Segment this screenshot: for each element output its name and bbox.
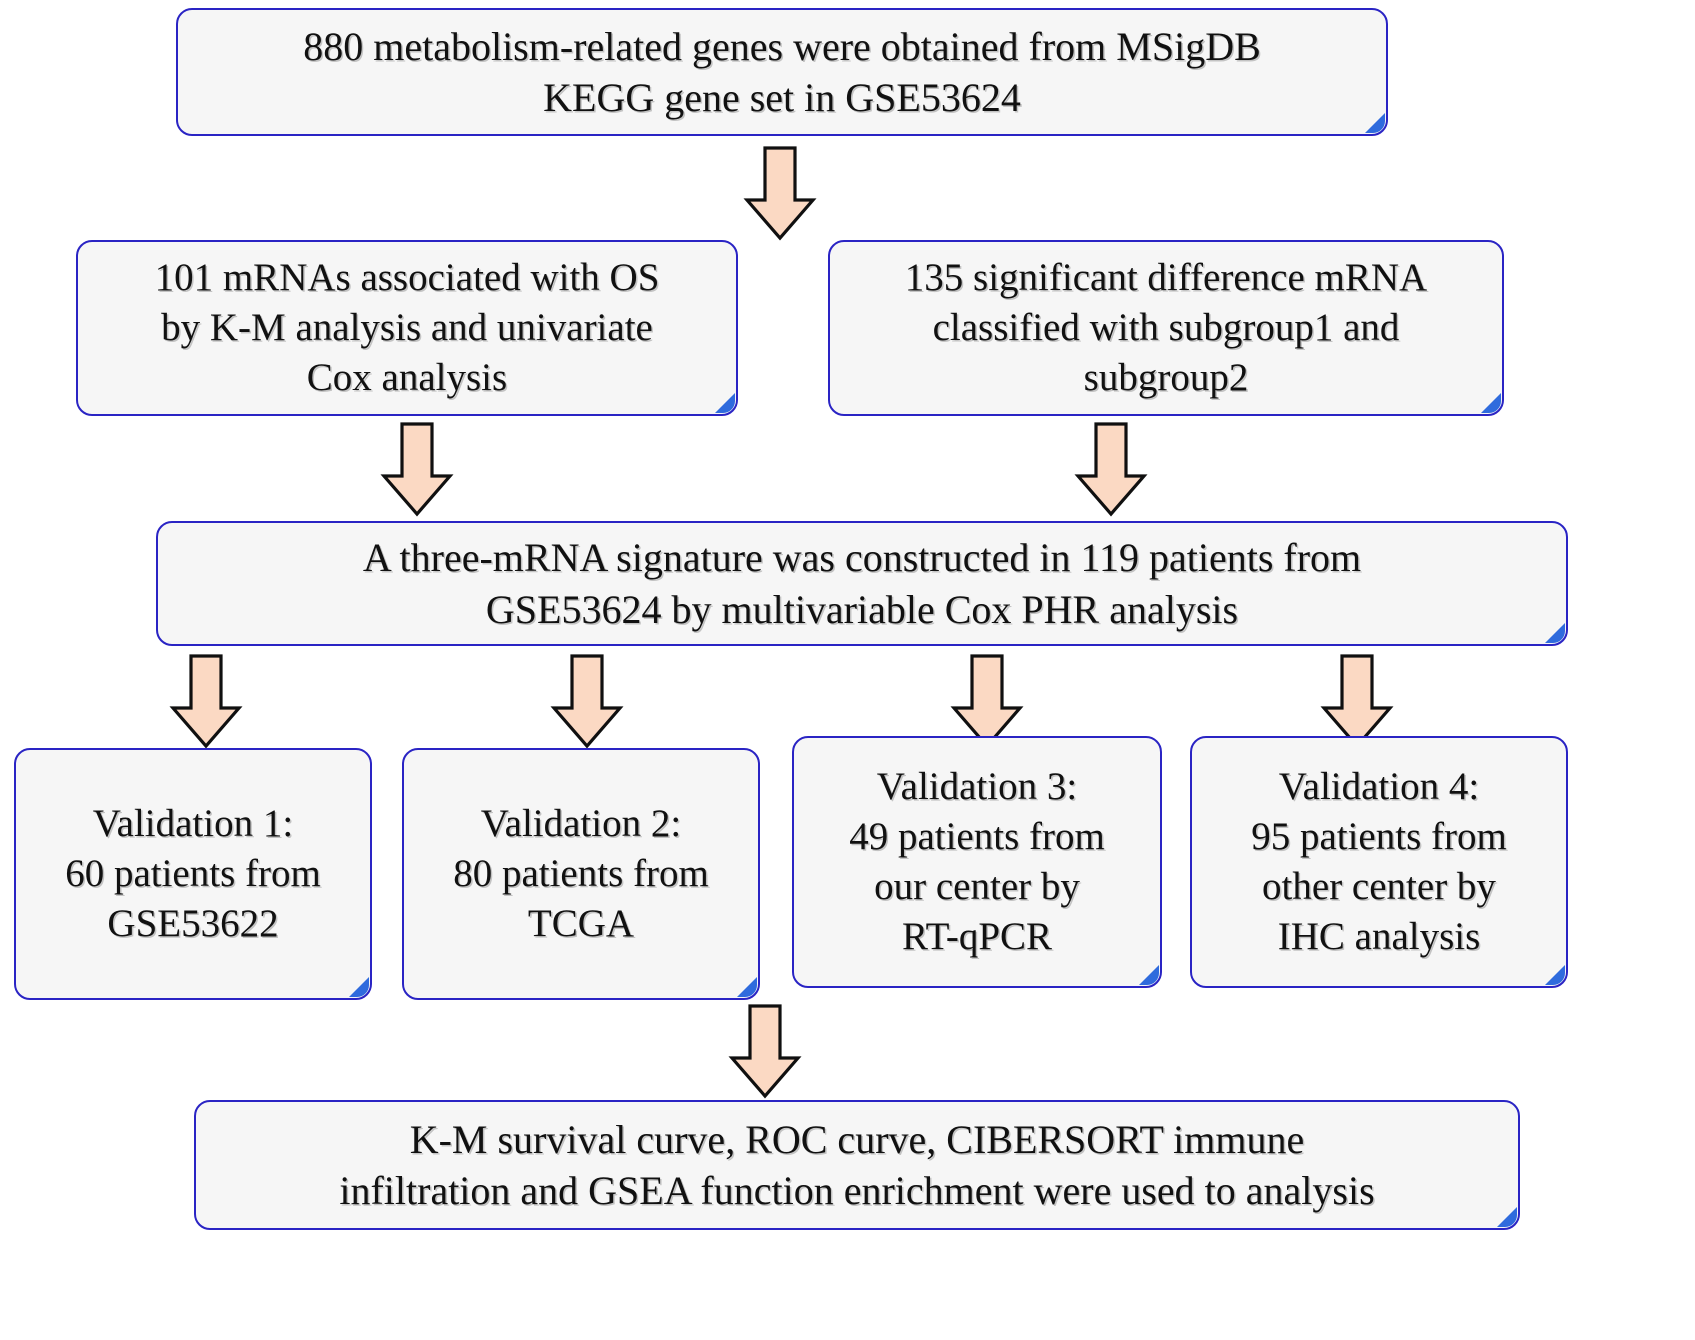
arrow-signature-to-validation-3 [950, 654, 1024, 749]
node-validation-4: Validation 4: 95 patients from other cen… [1190, 736, 1568, 988]
arrow-mrna-subgroups-to-signature [1074, 422, 1148, 517]
arrow-mrna-os-to-signature [380, 422, 454, 517]
node-signature-label: A three-mRNA signature was constructed i… [362, 535, 1362, 632]
node-signature: A three-mRNA signature was constructed i… [156, 521, 1568, 646]
arrow-source-to-branches [743, 146, 817, 241]
arrow-signature-to-validation-4 [1320, 654, 1394, 749]
node-source-label: 880 metabolism-related genes were obtain… [303, 23, 1261, 120]
node-validation-1: Validation 1: 60 patients from GSE53622 [14, 748, 372, 1000]
node-validation-3: Validation 3: 49 patients from our cente… [792, 736, 1162, 988]
arrow-validations-to-analysis [728, 1004, 802, 1099]
node-source: 880 metabolism-related genes were obtain… [176, 8, 1388, 136]
node-validation-2-label: Validation 2: 80 patients from TCGA [453, 802, 709, 945]
node-validation-3-label: Validation 3: 49 patients from our cente… [849, 765, 1105, 958]
node-mrna-subgroups: 135 significant difference mRNA classifi… [828, 240, 1504, 416]
node-validation-1-label: Validation 1: 60 patients from GSE53622 [65, 802, 321, 945]
node-validation-4-label: Validation 4: 95 patients from other cen… [1251, 765, 1507, 958]
node-mrna-subgroups-label: 135 significant difference mRNA classifi… [904, 256, 1428, 399]
node-mrna-os-label: 101 mRNAs associated with OS by K-M anal… [154, 256, 660, 399]
node-analysis: K-M survival curve, ROC curve, CIBERSORT… [194, 1100, 1520, 1230]
arrow-signature-to-validation-2 [550, 654, 624, 749]
node-validation-2: Validation 2: 80 patients from TCGA [402, 748, 760, 1000]
node-analysis-label: K-M survival curve, ROC curve, CIBERSORT… [339, 1116, 1375, 1213]
arrow-signature-to-validation-1 [169, 654, 243, 749]
node-mrna-os: 101 mRNAs associated with OS by K-M anal… [76, 240, 738, 416]
